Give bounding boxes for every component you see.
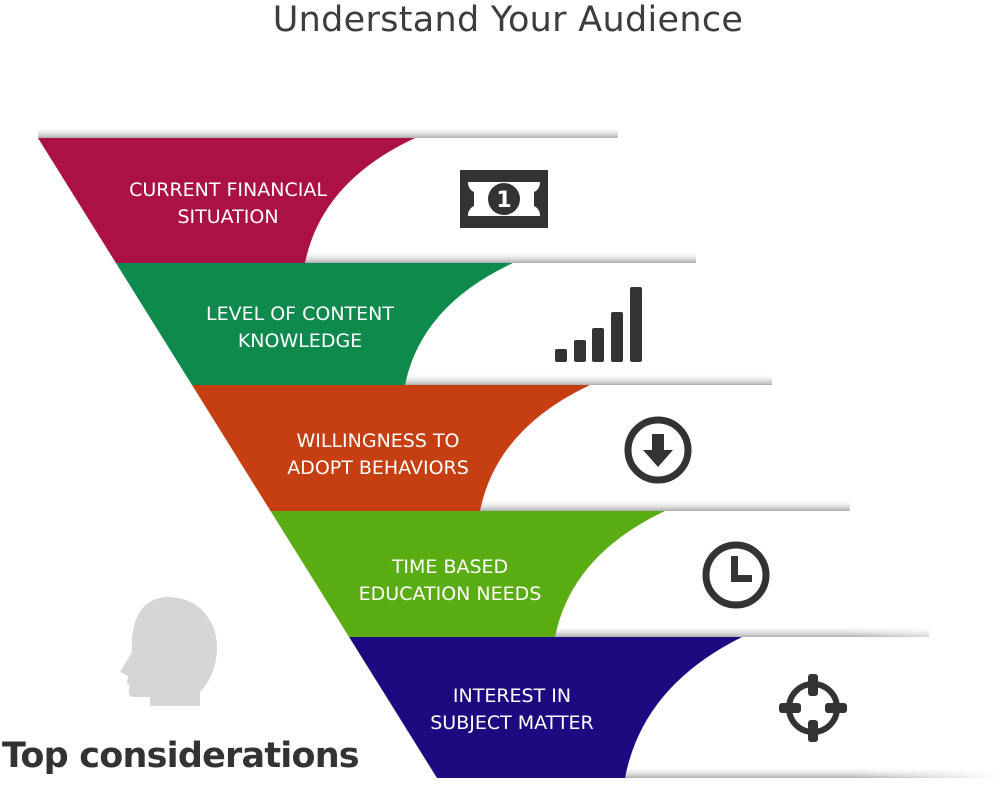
band-label-line2: SUBJECT MATTER: [430, 712, 594, 734]
band-label-line1: INTEREST IN: [453, 685, 571, 707]
funnel-band-3: [191, 385, 590, 511]
download-circle-icon: [624, 416, 692, 484]
band-label-line1: WILLINGNESS TO: [296, 430, 459, 452]
footer-heading: Top considerations: [2, 736, 360, 776]
band-label-line2: ADOPT BEHAVIORS: [287, 457, 469, 479]
funnel-band-2: [115, 263, 513, 385]
band-label: INTEREST IN SUBJECT MATTER: [430, 685, 594, 734]
band-label-line2: KNOWLEDGE: [238, 330, 362, 352]
signal-bars-icon: [555, 287, 642, 362]
crosshair-icon: [779, 674, 847, 742]
funnel-band-4: [270, 511, 665, 637]
band-label-line1: CURRENT FINANCIAL: [129, 179, 327, 201]
band-label: WILLINGNESS TO ADOPT BEHAVIORS: [287, 430, 469, 479]
page-title: Understand Your Audience: [272, 0, 744, 40]
band-label-line2: EDUCATION NEEDS: [359, 583, 542, 605]
clock-icon: [702, 541, 770, 609]
band-label-line2: SITUATION: [177, 206, 278, 228]
band-label: TIME BASED EDUCATION NEEDS: [359, 556, 542, 605]
band-label-line1: LEVEL OF CONTENT: [206, 303, 394, 325]
funnel-band-5: [349, 637, 742, 778]
money-bill-icon: 1: [460, 170, 548, 228]
bill-label: 1: [496, 188, 511, 213]
head-silhouette-icon: [120, 597, 218, 706]
band-label-line1: TIME BASED: [391, 556, 508, 578]
funnel-band-1: [38, 138, 415, 263]
band-label: LEVEL OF CONTENT KNOWLEDGE: [206, 303, 394, 352]
band-label: CURRENT FINANCIAL SITUATION: [129, 179, 327, 228]
